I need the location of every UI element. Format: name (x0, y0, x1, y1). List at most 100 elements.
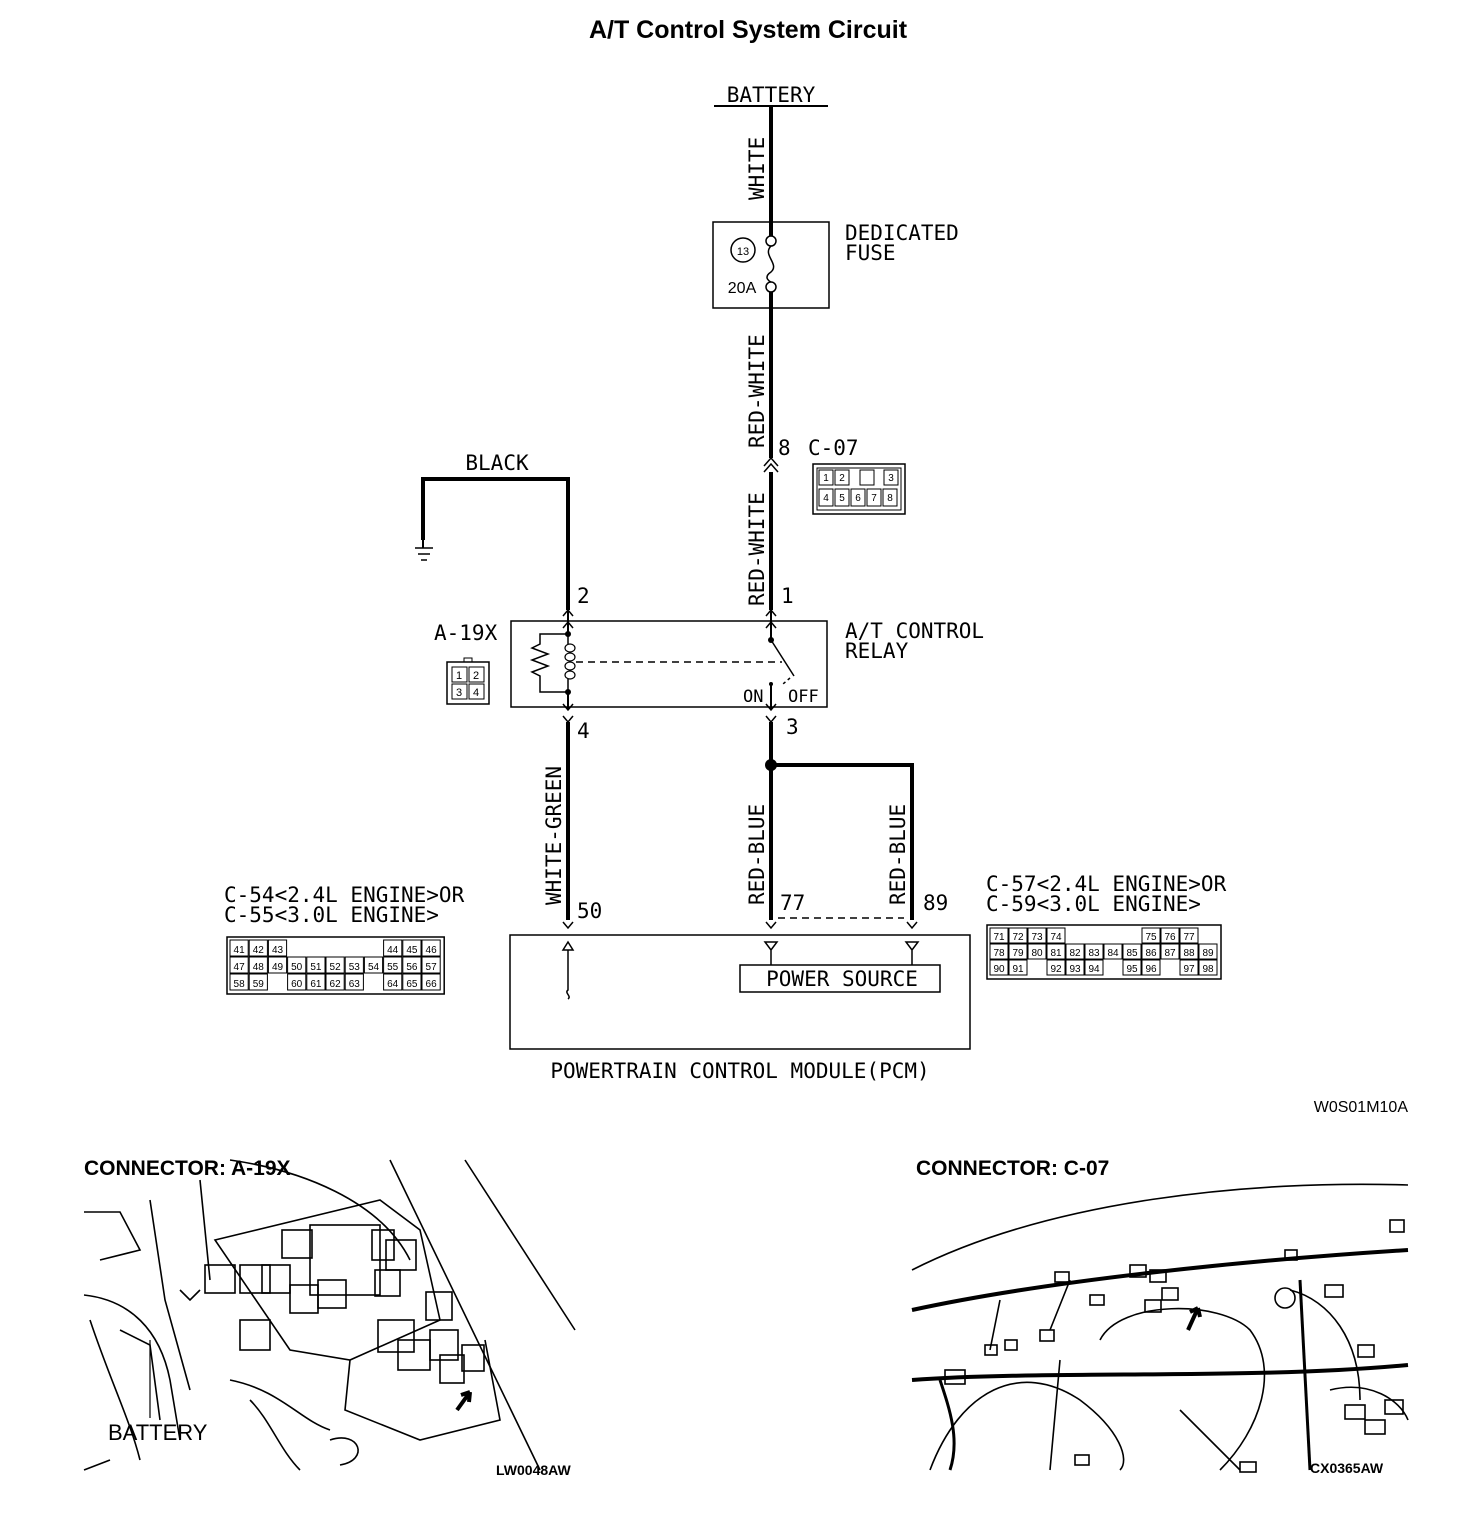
connector-pin-number: 53 (349, 962, 361, 973)
wire-label-white: WHITE (745, 137, 769, 200)
connector-c07-heading: CONNECTOR: C-07 (916, 1157, 1109, 1180)
connector-pin-number: 49 (272, 962, 284, 973)
connector-pin-cell (421, 973, 441, 991)
connector-pin-cell (1160, 943, 1180, 960)
connector-pin-cell (306, 973, 326, 991)
fuse-number-circle (730, 237, 756, 263)
arrow-c07-indicator (1186, 1306, 1202, 1331)
fuse-terminal-bottom (765, 281, 777, 293)
connector-pin-cell (229, 939, 249, 957)
connector-outline (226, 936, 445, 995)
connector-pin-number: 64 (387, 979, 399, 990)
connector-pin-number: 78 (993, 948, 1005, 959)
connector-pin-cell (1085, 928, 1103, 943)
fuse-terminal-top (765, 235, 777, 247)
a19x-pin: 4 (473, 687, 479, 699)
relay-off-label: OFF (788, 687, 819, 707)
connector-pin-number: 66 (426, 979, 438, 990)
connector-pin-cell (306, 956, 326, 974)
c07-pin: 3 (888, 473, 894, 484)
a19x-pin: 2 (473, 670, 479, 682)
connector-pin-cell (383, 973, 403, 991)
connector-pin-number: 93 (1069, 964, 1081, 975)
wire-label-red-blue-89: RED-BLUE (886, 804, 910, 905)
ground-symbol (415, 540, 433, 561)
connector-pin-cell (1198, 959, 1218, 976)
connector-pin-number: 83 (1088, 948, 1100, 959)
connector-pin-number: 98 (1202, 964, 1214, 975)
a19x-view-code: LW0048AW (496, 1462, 571, 1478)
pcm-right-connector-line2: C-59<3.0L ENGINE> (986, 892, 1201, 916)
connector-pin-cell (1179, 943, 1199, 960)
connector-pin-number: 88 (1183, 948, 1195, 959)
connector-pin-cell (1066, 928, 1084, 943)
connector-pin-number: 43 (272, 945, 284, 956)
connector-pin-number: 41 (234, 945, 246, 956)
connector-pin-cell (325, 973, 345, 991)
connector-pin-cell (1198, 943, 1218, 960)
connector-pin-number: 56 (406, 962, 418, 973)
relay-coil (529, 631, 576, 695)
pcm-pin-50: 50 (577, 899, 602, 923)
connector-pin-cell (1084, 959, 1104, 976)
connector-pin-number: 51 (310, 962, 322, 973)
a19x-pin: 1 (456, 670, 462, 682)
connector-pin-cell (402, 939, 422, 957)
connector-pin-cell (1122, 943, 1142, 960)
c07-pin: 1 (823, 473, 829, 484)
connector-pin-number: 48 (253, 962, 265, 973)
pcm-input-77 (763, 941, 779, 965)
connector-pin-cell (989, 959, 1009, 976)
connector-pin-cell (402, 956, 422, 974)
connector-pin-cell (1008, 927, 1028, 944)
relay-label-line1: A/T CONTROL (845, 619, 984, 643)
connector-pin-number: 62 (330, 979, 342, 990)
connector-pin-number: 92 (1050, 964, 1062, 975)
connector-pin-cell (421, 939, 441, 957)
connector-pin-cell (1065, 943, 1085, 960)
connector-pin-number: 72 (1012, 932, 1024, 943)
a19x-label: A-19X (434, 621, 498, 645)
connector-pin-cell (1028, 960, 1046, 975)
c07-pin: 4 (823, 493, 829, 504)
connector-pin-number: 73 (1031, 932, 1043, 943)
connector-pin-cell (364, 940, 382, 956)
fuse-rating: 20A (728, 280, 757, 297)
connector-pin-number: 80 (1031, 948, 1043, 959)
power-source-box (739, 964, 941, 993)
wire-label-white-green: WHITE-GREEN (542, 766, 566, 905)
connector-pin-number: 91 (1012, 964, 1024, 975)
connector-pin-cell (229, 956, 249, 974)
pcm-pin-77: 77 (780, 891, 805, 915)
c07-connector-face: 1 2 3 4 5 6 7 8 (812, 463, 906, 515)
connector-pin-cell (1141, 943, 1161, 960)
connector-pin-cell (1008, 943, 1028, 960)
connector-pin-cell (1046, 927, 1066, 944)
connector-pin-number: 60 (291, 979, 303, 990)
wire-label-red-white-lower: RED-WHITE (745, 492, 769, 606)
connector-pin-cell (363, 956, 384, 974)
connector-pin-number: 96 (1145, 964, 1157, 975)
pcm-pin-arrow (906, 921, 918, 930)
connector-pin-cell (1141, 959, 1161, 976)
pcm-left-connector-line2: C-55<3.0L ENGINE> (224, 903, 439, 927)
pcm-input-89 (904, 941, 920, 965)
connector-pin-number: 82 (1069, 948, 1081, 959)
pcm-input-50 (561, 940, 575, 1000)
arrow-a19x-indicator (455, 1390, 472, 1412)
a19x-view-battery-label: BATTERY (108, 1420, 208, 1445)
fuse-number: 13 (737, 246, 749, 258)
connector-pin-number: 97 (1183, 964, 1195, 975)
connector-pin-number: 44 (387, 945, 399, 956)
pcm-right-connector-line1: C-57<2.4L ENGINE>OR (986, 872, 1227, 896)
connector-pin-cell (1065, 959, 1085, 976)
connector-pin-cell (989, 943, 1009, 960)
connector-pin-cell (1179, 927, 1199, 944)
fuse-label-line2: FUSE (845, 241, 896, 265)
connector-pin-number: 50 (291, 962, 303, 973)
pcm-pin-arrow (562, 921, 574, 930)
connector-pin-cell (1104, 928, 1122, 943)
connector-pin-number: 90 (993, 964, 1005, 975)
